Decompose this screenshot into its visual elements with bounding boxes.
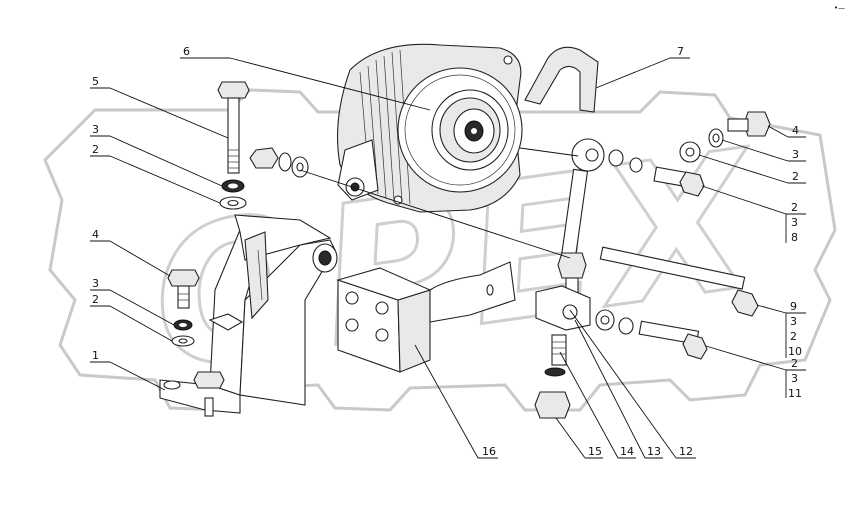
- part-6-alternator: [336, 43, 523, 213]
- callout-2-group-c: 2: [791, 357, 798, 370]
- callout-7: 7: [677, 45, 684, 58]
- part-3-lock-washer-upper: [221, 179, 245, 193]
- callout-6: 6: [183, 45, 190, 58]
- part-7-belt: [524, 46, 599, 113]
- callout-2-lower-left: 2: [92, 293, 99, 306]
- callout-3-upper-right: 3: [792, 148, 799, 161]
- callout-15: 15: [588, 445, 602, 458]
- callout-4-lower-left: 4: [92, 228, 99, 241]
- callout-12: 12: [679, 445, 693, 458]
- callout-16: 16: [482, 445, 496, 458]
- callout-9: 9: [790, 300, 797, 313]
- callout-2-group-b: 2: [790, 330, 797, 343]
- part-2-flat-washer-lower: [171, 335, 195, 347]
- part-1-bracket: [159, 214, 338, 417]
- callout-2-upper-right: 2: [792, 170, 799, 183]
- part-14-threaded-stud: [551, 334, 567, 366]
- part-4-short-bolt-lower: [167, 269, 200, 309]
- part-12-tension-rod: [557, 138, 643, 299]
- callout-10: 10: [788, 345, 802, 358]
- part-3-lock-washer-lower: [173, 319, 193, 331]
- callout-1: 1: [92, 349, 99, 362]
- part-8-bolt: [653, 166, 705, 197]
- part-11-bolt: [595, 309, 708, 360]
- callout-13: 13: [647, 445, 661, 458]
- callout-2-upper-left: 2: [92, 143, 99, 156]
- part-10-long-bolt: [599, 246, 759, 317]
- callout-3-lower-left: 3: [92, 277, 99, 290]
- alternator-rear-fasteners: [249, 147, 309, 178]
- leader-lines: [90, 57, 806, 459]
- part-2-flat-washer-upper: [219, 196, 247, 210]
- corner-mark: •—: [834, 4, 845, 12]
- callout-5: 5: [92, 75, 99, 88]
- part-5-long-bolt: [217, 81, 250, 174]
- callout-3-group-b: 3: [790, 315, 797, 328]
- callout-3-upper-left: 3: [92, 123, 99, 136]
- callout-14: 14: [620, 445, 634, 458]
- callout-11: 11: [788, 387, 802, 400]
- callouts: 6 7 5 3 2 4 3 2 1 4 3 2 2 3 8 9 3 2 10 2…: [92, 45, 802, 458]
- part-3-lock-washer-upper-right: [708, 128, 724, 148]
- part-15-nut: [534, 367, 571, 419]
- callout-2-group-a: 2: [791, 201, 798, 214]
- callout-3-group-c: 3: [791, 372, 798, 385]
- callout-4-upper-right: 4: [792, 124, 799, 137]
- part-16-plate: [336, 261, 516, 373]
- part-4-bolt-upper-right: [727, 111, 771, 137]
- part-2-flat-washer-upper-right: [679, 141, 701, 163]
- callout-3-group-a: 3: [791, 216, 798, 229]
- callout-8: 8: [791, 231, 798, 244]
